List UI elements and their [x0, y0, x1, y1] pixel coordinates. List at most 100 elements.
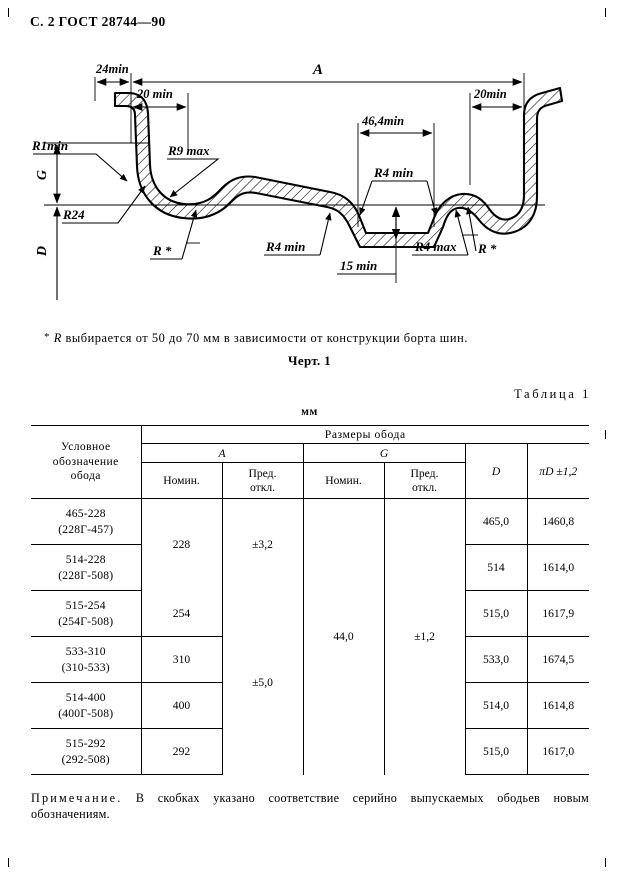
row-a-nominal: 254 [140, 590, 222, 637]
header-designation-l1: Условное [60, 439, 111, 453]
row-designation: 515-254 (254Г-508) [31, 590, 141, 637]
dimension-label-r4min-top: R4 min [373, 165, 413, 180]
row-pi-d: 1617,9 [526, 590, 590, 637]
dimension-label-20min-left: 20 min [136, 87, 173, 101]
leader-line-r-star-left [181, 209, 198, 260]
row-g-deviation: ±1,2 [383, 498, 465, 775]
crop-mark-bottom-right [605, 858, 606, 867]
dimension-label-r-star-left: R * [152, 243, 172, 258]
dimension-label-d: D [35, 246, 50, 257]
row-designation: 514-228 (228Г-508) [31, 544, 141, 591]
row-a-nominal: 400 [140, 682, 222, 729]
row-designation-legacy: (254Г-508) [58, 614, 114, 628]
dimension-label-20min-right: 20min [473, 87, 507, 101]
table-row: 533-310 (310-533) 310 533,0 1674,5 [31, 636, 590, 683]
header-col-pi-d: πD ±1,2 [526, 443, 590, 499]
header-g-nominal: Номин. [302, 462, 384, 499]
row-a-nominal: 310 [140, 636, 222, 683]
dimension-label-r1min: R1min [31, 138, 68, 153]
header-a-deviation-l2: откл. [249, 480, 276, 494]
crop-mark-bottom-left [8, 858, 9, 867]
row-designation: 533-310 (310-533) [31, 636, 141, 683]
leader-line-r-star-right [466, 206, 477, 252]
row-a-deviation: ±3,2 [221, 498, 303, 591]
table-note: Примечание. В скобках указано соответств… [31, 790, 589, 823]
dimension-label-r9max: R9 max [167, 143, 210, 158]
crop-mark-mid-right [605, 430, 606, 439]
table-header-row-group: Условное обозначение обода Размеры обода [31, 425, 590, 499]
row-pi-d: 1614,8 [526, 682, 590, 729]
table-note-label: Примечание. [31, 791, 123, 805]
header-g-deviation: Пред. откл. [383, 462, 465, 499]
header-g-deviation-l1: Пред. [410, 466, 439, 480]
leader-line-r4min-top-left [359, 180, 373, 216]
table-header-row-symbols: A G D πD ±1,2 [31, 443, 590, 499]
dimension-label-r-star-right: R * [477, 241, 497, 256]
row-d: 515,0 [464, 728, 527, 775]
dimension-label-15min: 15 min [340, 258, 377, 273]
footnote: * R выбирается от 50 до 70 мм в зависимо… [44, 331, 584, 346]
row-g-nominal: 44,0 [302, 498, 384, 775]
table-unit-label: мм [301, 406, 318, 418]
table-row: 514-400 (400Г-508) 400 514,0 1614,8 [31, 682, 590, 729]
dimension-label-24min: 24min [95, 62, 129, 76]
row-pi-d: 1674,5 [526, 636, 590, 683]
row-pi-d: 1460,8 [526, 498, 590, 545]
row-a-nominal: 292 [140, 728, 222, 775]
header-designation-l2: обозначение [52, 454, 119, 468]
table-note-text: В скобках указано соответствие серийно в… [31, 791, 589, 822]
leader-line-r4min-bottom [319, 212, 332, 256]
header-col-g: G [302, 443, 465, 463]
crop-mark-top-right [605, 8, 606, 17]
header-col-a: A [140, 443, 303, 463]
row-designation-legacy: (228Г-457) [58, 522, 114, 536]
table-row: 515-292 (292-508) 292 515,0 1617,0 [31, 728, 590, 775]
rim-dimensions-table: Условное обозначение обода Размеры обода… [31, 425, 590, 775]
row-pi-d: 1617,0 [526, 728, 590, 775]
header-g-deviation-l2: откл. [411, 480, 438, 494]
figure-caption: Черт. 1 [288, 353, 331, 368]
row-designation-legacy: (310-533) [61, 660, 110, 674]
row-designation: 514-400 (400Г-508) [31, 682, 141, 729]
footnote-text: выбирается от 50 до 70 мм в зависимости … [61, 331, 468, 345]
row-designation-legacy: (400Г-508) [58, 706, 114, 720]
row-d: 514,0 [464, 682, 527, 729]
table-header-row-subcols: Номин. Пред. откл. Номин. Пред. откл. [31, 462, 589, 499]
dimension-label-a: A [312, 62, 323, 78]
table-row: 514-228 (228Г-508) 514 1614,0 [31, 544, 590, 591]
row-d: 514 [464, 544, 527, 591]
dimension-label-r24: R24 [62, 207, 85, 222]
dimension-label-r4min-bottom: R4 min [265, 239, 305, 254]
row-designation-legacy: (228Г-508) [58, 568, 114, 582]
row-designation-legacy: (292-508) [61, 752, 110, 766]
header-a-nominal: Номин. [140, 462, 222, 499]
row-designation: 465-228 (228Г-457) [31, 498, 141, 545]
leader-line-r4max [454, 209, 469, 256]
leader-line-r24 [62, 185, 146, 224]
row-designation-primary: 533-310 [65, 645, 106, 659]
leader-line-r9max [167, 158, 220, 198]
table-number-label: Таблица 1 [514, 387, 591, 401]
row-d: 533,0 [464, 636, 527, 683]
header-designation: Условное обозначение обода [31, 425, 141, 499]
row-d: 465,0 [464, 498, 527, 545]
row-designation-primary: 515-292 [65, 737, 106, 751]
crop-mark-top-left [8, 8, 9, 17]
rim-section-profile [113, 86, 564, 249]
row-a-deviation: ±5,0 [221, 590, 303, 775]
row-pi-d: 1614,0 [526, 544, 590, 591]
rim-profile-drawing: A 24min 20 min 20min 46,4min R1min R24 [0, 55, 619, 300]
footnote-symbol: R [53, 331, 62, 345]
row-d: 515,0 [464, 590, 527, 637]
header-designation-l3: обода [70, 469, 101, 483]
header-group-dimensions: Размеры обода [140, 425, 590, 444]
leader-line-r4min-top-right [426, 180, 438, 216]
row-designation: 515-292 (292-508) [31, 728, 141, 775]
row-designation-primary: 514-228 [65, 553, 106, 567]
row-a-nominal: 228 [140, 498, 222, 591]
header-col-d: D [464, 443, 527, 499]
footnote-star: * [44, 331, 51, 343]
page-header: С. 2 ГОСТ 28744—90 [30, 14, 166, 29]
header-a-deviation: Пред. откл. [221, 462, 303, 499]
